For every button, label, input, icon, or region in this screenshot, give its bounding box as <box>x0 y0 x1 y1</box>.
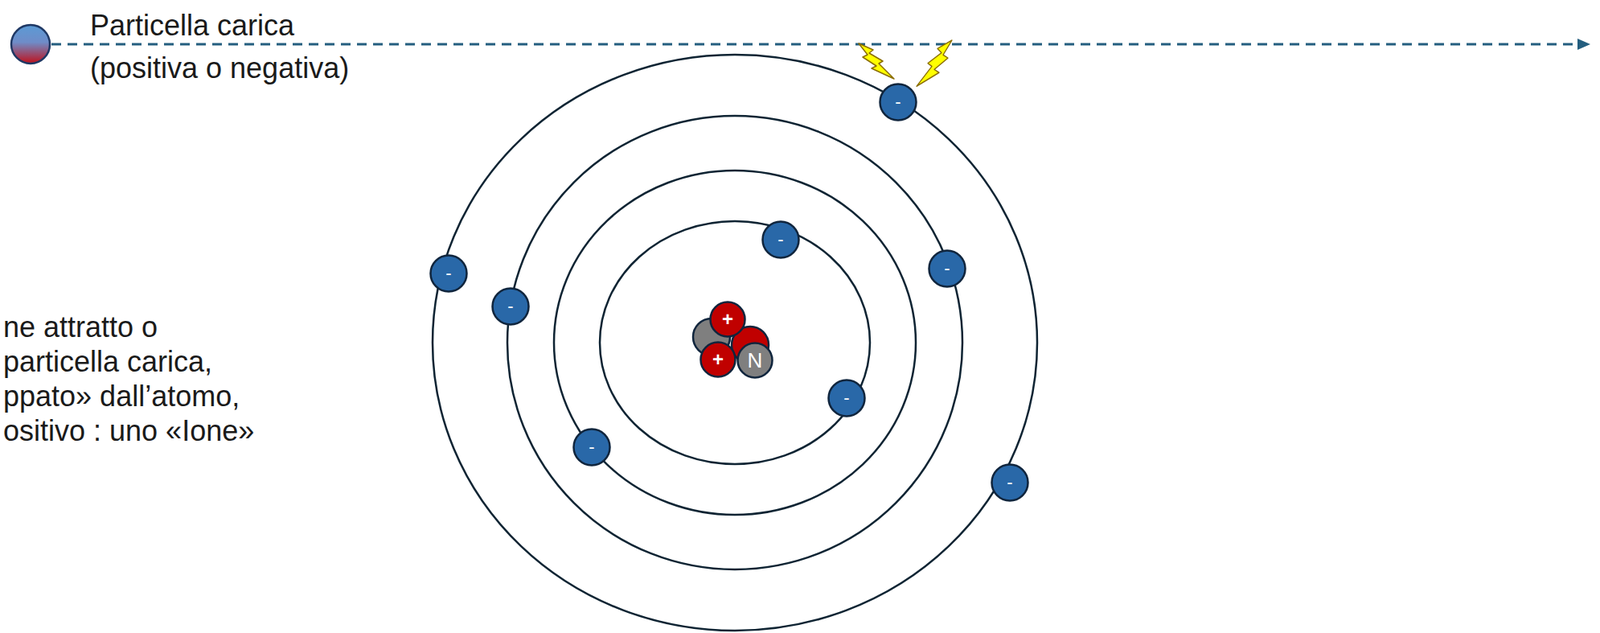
lightning-bolt <box>858 43 895 79</box>
electron: - <box>927 249 967 288</box>
charge-sign: - <box>843 389 850 407</box>
charge-sign: - <box>445 264 452 283</box>
charge-sign: - <box>507 297 513 316</box>
orbit-ring <box>507 115 963 570</box>
proton: + <box>699 340 737 378</box>
electron: - <box>827 378 866 418</box>
particle-label: Particella carica (positiva o negativa) <box>90 7 364 93</box>
node-circle <box>828 380 866 417</box>
neutron-letter: N <box>747 349 764 371</box>
charge-sign: - <box>894 93 901 111</box>
label-text: Particella carica (positiva o negativa) <box>90 8 349 85</box>
node-circle <box>992 464 1029 501</box>
label-text: ne attratto o <box>3 310 158 344</box>
charged-particle <box>11 24 50 64</box>
label-text: ositivo : uno «Ione» <box>3 414 255 448</box>
charge-sign: - <box>1006 473 1013 492</box>
node-circle <box>574 429 611 466</box>
node-circle <box>492 288 530 325</box>
label-text: ppato» dall’atomo, <box>3 379 240 413</box>
note-text: ne attratto o <box>3 309 158 350</box>
electron: - <box>761 220 800 259</box>
orbit-ring <box>553 170 916 515</box>
charge-sign: - <box>588 438 595 456</box>
note-text: ppato» dall’atomo, <box>3 378 240 419</box>
charge-sign: + <box>722 309 734 329</box>
note-text: ositivo : uno «Ione» <box>3 413 255 454</box>
proton: + <box>709 300 747 338</box>
charge-sign: - <box>777 230 784 249</box>
charge-sign: + <box>712 349 724 370</box>
note-text: particella carica, <box>3 344 213 385</box>
node-circle <box>430 255 468 292</box>
orbit-ring <box>599 221 870 464</box>
particle-path <box>51 43 1578 46</box>
electron: - <box>990 463 1030 502</box>
node-circle <box>701 342 736 378</box>
electron: - <box>572 427 612 467</box>
neutron: N <box>736 341 774 379</box>
path-arrowhead <box>1577 38 1591 50</box>
orbit-ring <box>432 54 1038 631</box>
label-text: particella carica, <box>3 344 213 378</box>
charge-sign: - <box>943 259 950 278</box>
node-circle <box>738 343 773 378</box>
electron: - <box>429 254 468 293</box>
node-circle <box>880 84 917 121</box>
electron: - <box>491 287 530 326</box>
node-circle <box>929 250 966 288</box>
node-circle <box>763 221 800 259</box>
lightning-bolt <box>916 40 952 87</box>
node-circle <box>710 302 746 337</box>
electron: - <box>878 82 918 122</box>
